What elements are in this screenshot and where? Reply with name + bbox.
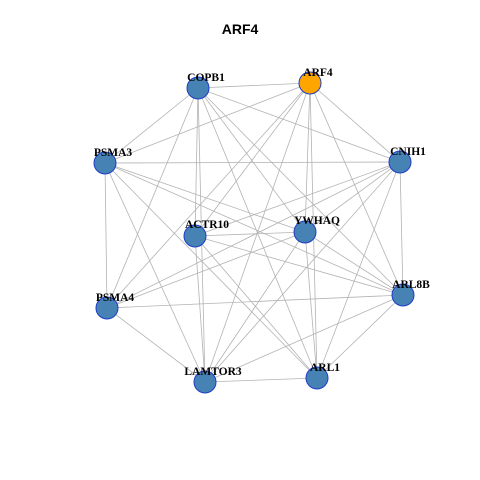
node-circle[interactable] [391,283,415,307]
edge-cnih1-psma4 [106,161,401,309]
edge-ywhaq-lamtor3 [204,231,306,383]
edge-copb1-arl8b [197,87,404,296]
node-psma4[interactable]: PSMA4 [95,292,135,320]
edge-cnih1-arl1 [316,161,401,379]
node-actr10[interactable]: ACTR10 [183,219,229,248]
node-arl1[interactable]: ARL1 [305,362,340,390]
edge-arf4-actr10 [194,82,311,237]
edge-arl8b-arl1 [316,294,404,379]
node-arf4[interactable]: ARF4 [298,67,333,95]
node-cnih1[interactable]: CNIH1 [388,146,426,174]
edge-psma3-arl8b [104,162,404,296]
edge-cnih1-actr10 [194,161,401,237]
node-psma3[interactable]: PSMA3 [93,147,133,175]
node-label: CNIH1 [390,146,426,158]
edge-copb1-cnih1 [197,87,401,163]
edge-copb1-psma3 [104,87,199,164]
node-circle[interactable] [193,370,217,394]
edge-psma3-lamtor3 [104,162,206,383]
node-lamtor3[interactable]: LAMTOR3 [184,366,242,394]
node-label: ARF4 [303,67,333,79]
node-ywhaq[interactable]: YWHAQ [293,215,340,244]
edge-copb1-psma4 [106,87,199,309]
edge-psma3-cnih1 [104,161,401,164]
edge-layer [104,82,404,383]
edge-arf4-psma4 [106,82,311,309]
edge-lamtor3-arl1 [204,377,318,383]
edge-arl8b-lamtor3 [204,294,404,383]
edge-copb1-arf4 [197,82,311,89]
node-circle[interactable] [186,76,210,100]
edge-psma3-ywhaq [104,162,306,233]
node-circle[interactable] [298,71,322,95]
node-circle[interactable] [93,151,117,175]
edge-actr10-arl1 [194,235,318,379]
edge-psma4-lamtor3 [106,307,206,383]
edge-arf4-psma3 [104,82,311,164]
node-circle[interactable] [388,150,412,174]
edge-arf4-lamtor3 [204,82,311,383]
node-label: PSMA3 [94,147,133,159]
node-label: PSMA4 [96,292,135,304]
edge-arf4-ywhaq [304,82,311,233]
edge-ywhaq-psma4 [106,231,306,309]
edge-actr10-ywhaq [194,231,306,237]
node-label: ACTR10 [185,219,229,231]
edge-psma3-arl1 [104,162,318,379]
node-circle[interactable] [95,296,119,320]
node-label: LAMTOR3 [184,366,242,378]
node-copb1[interactable]: COPB1 [186,72,225,100]
node-label: ARL8B [392,279,430,291]
edge-copb1-ywhaq [197,87,306,233]
edge-cnih1-ywhaq [304,161,401,233]
edge-psma3-psma4 [104,162,108,309]
node-label: YWHAQ [294,215,340,227]
edge-ywhaq-arl1 [304,231,318,379]
node-label: ARL1 [310,362,340,374]
node-circle[interactable] [305,366,329,390]
node-label: COPB1 [187,72,225,84]
node-circle[interactable] [183,224,207,248]
edge-cnih1-arl8b [399,161,404,296]
edge-actr10-arl8b [194,235,404,296]
edge-actr10-lamtor3 [194,235,206,383]
node-arl8b[interactable]: ARL8B [391,279,430,307]
edge-arf4-cnih1 [309,82,401,163]
edge-arf4-arl8b [309,82,404,296]
edge-psma4-arl8b [106,294,404,309]
node-circle[interactable] [293,220,317,244]
edge-ywhaq-arl8b [304,231,404,296]
edge-cnih1-lamtor3 [204,161,401,383]
edge-copb1-actr10 [194,87,199,237]
graph-title: ARF4 [221,21,259,37]
